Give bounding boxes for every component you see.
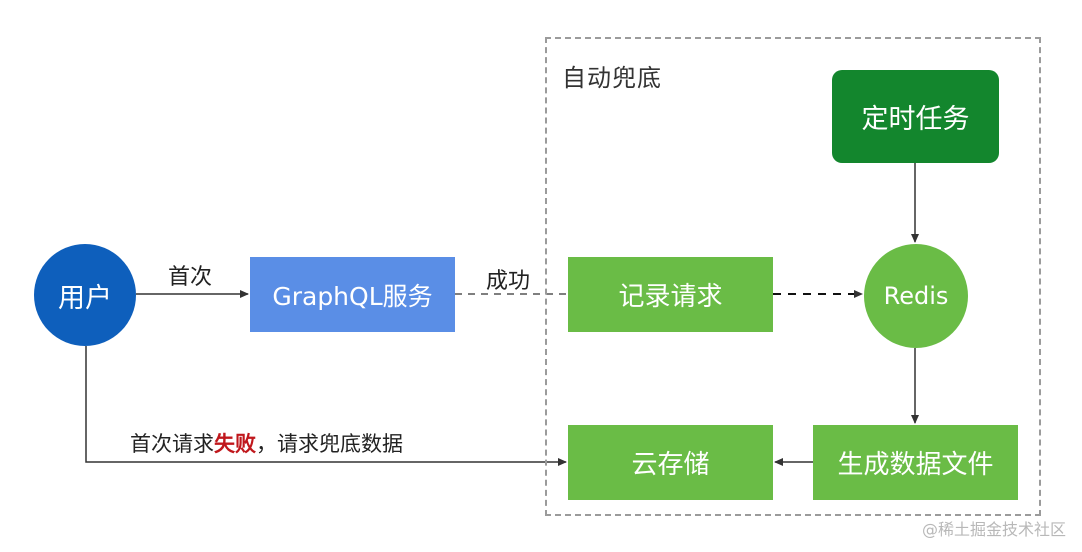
group-title: 自动兜底 — [562, 64, 662, 92]
edge-label-fail: 首次请求失败，请求兜底数据 — [130, 428, 403, 458]
scheduled-task-node: 定时任务 — [832, 70, 999, 163]
redis-node: Redis — [864, 244, 968, 348]
auto-fallback-group — [545, 37, 1041, 516]
cloud-storage-node: 云存储 — [568, 425, 773, 500]
edge-user-to-storage — [85, 346, 567, 466]
fail-label-highlight: 失败 — [214, 432, 256, 456]
fail-label-suffix: ，请求兜底数据 — [256, 432, 403, 456]
record-request-node: 记录请求 — [568, 257, 773, 332]
graphql-service-node: GraphQL服务 — [250, 257, 455, 332]
edge-label-success: 成功 — [486, 269, 531, 294]
fail-label-prefix: 首次请求 — [130, 432, 214, 456]
user-node: 用户 — [34, 244, 136, 346]
generate-data-file-node: 生成数据文件 — [813, 425, 1018, 500]
edge-label-first: 首次 — [168, 265, 213, 290]
watermark: @稀土掘金技术社区 — [921, 520, 1066, 539]
